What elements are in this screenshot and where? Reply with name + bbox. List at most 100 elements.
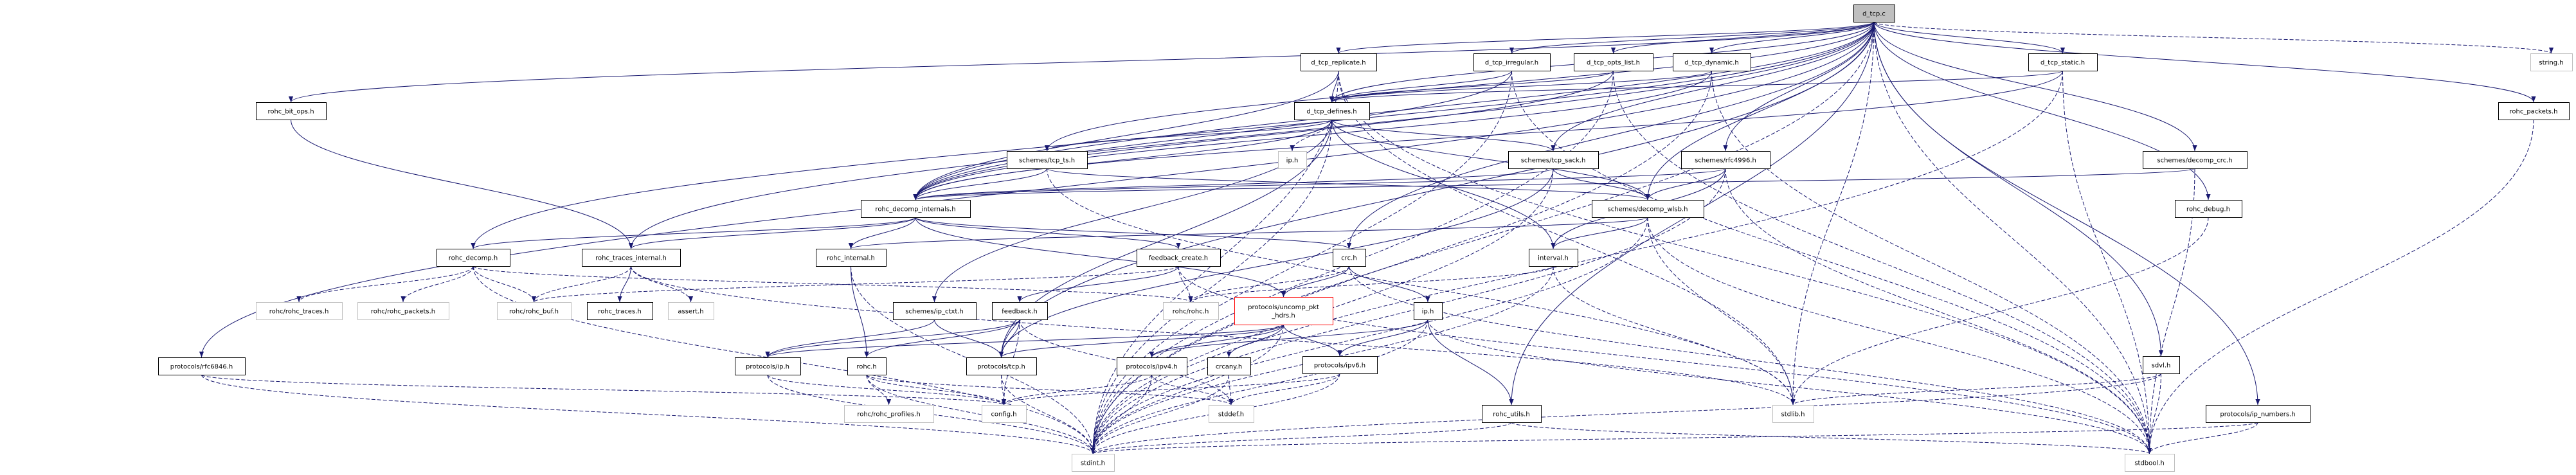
- node-box: [1072, 454, 1115, 472]
- node-box: [1007, 151, 1088, 169]
- node-label: ip.h: [1422, 309, 1434, 316]
- node-feedback-create-h[interactable]: feedback_create.h: [1137, 249, 1221, 267]
- node-label: stdlib.h: [1781, 411, 1805, 418]
- node-label: schemes/decomp_crc.h: [2157, 157, 2232, 165]
- node-ip-h[interactable]: ip.h: [1414, 302, 1443, 320]
- node-label: sdvl.h: [2152, 363, 2171, 370]
- node-protocols-ip-numbers-h[interactable]: protocols/ip_numbers.h: [2206, 405, 2310, 423]
- node-box: [2206, 405, 2310, 423]
- edge-d_tcp_defines_h-to-ip_h_ext: [1290, 119, 1332, 152]
- node-d-tcp-opts-list-h[interactable]: d_tcp_opts_list.h: [1574, 53, 1653, 71]
- edge-schemes_decomp_crc_h-to-rohc_decomp_internals_h: [914, 168, 2195, 201]
- node-rohc-packets-h[interactable]: rohc_packets.h: [2498, 102, 2570, 120]
- node-schemes-tcp-ts-h[interactable]: schemes/tcp_ts.h: [1007, 151, 1088, 169]
- edge-protocols_uncomp_pkt_hdrs_h-to-protocols_ipv6_h: [1283, 324, 1342, 357]
- node-d-tcp-defines-h[interactable]: d_tcp_defines.h: [1294, 102, 1370, 120]
- node-rohc-debug-h[interactable]: rohc_debug.h: [2175, 200, 2242, 218]
- node-rohc-rohc-profiles-h[interactable]: rohc/rohc_profiles.h: [844, 405, 934, 423]
- node-box: [2143, 151, 2247, 169]
- node-protocols-ipv6-h[interactable]: protocols/ipv6.h: [1302, 356, 1378, 374]
- edge-schemes_decomp_wlsb_h-to-stdbool_h: [1647, 217, 2152, 454]
- node-schemes-ip-ctxt-h[interactable]: schemes/ip_ctxt.h: [893, 302, 977, 320]
- node-rohc-rohc-packets-h[interactable]: rohc/rohc_packets.h: [357, 302, 449, 320]
- node-label: crc.h: [1341, 255, 1356, 262]
- node-d-tcp-replicate-h[interactable]: d_tcp_replicate.h: [1301, 53, 1377, 71]
- node-rohc-rohc-buf-h[interactable]: rohc/rohc_buf.h: [497, 302, 572, 320]
- node-box: [1209, 405, 1254, 423]
- node-rohc-traces-h[interactable]: rohc_traces.h: [587, 302, 653, 320]
- node-rohc-decomp-internals-h[interactable]: rohc_decomp_internals.h: [861, 200, 971, 218]
- node-label: d_tcp_defines.h: [1306, 109, 1356, 116]
- node-box: [1508, 151, 1599, 169]
- edge-d_tcp_c-to-schemes_decomp_crc_h: [1873, 21, 2197, 152]
- node-protocols-ipv4-h[interactable]: protocols/ipv4.h: [1117, 357, 1187, 375]
- node-protocols-tcp-h[interactable]: protocols/tcp.h: [966, 357, 1037, 375]
- node-label: assert.h: [678, 309, 703, 316]
- node-schemes-tcp-sack-h[interactable]: schemes/tcp_sack.h: [1508, 151, 1599, 169]
- node-box: [982, 405, 1027, 423]
- node-box: [1207, 357, 1251, 375]
- edge-d_tcp_irregular_h-to-stdbool_h: [1511, 70, 2152, 454]
- node-schemes-rfc4996-h[interactable]: schemes/rfc4996.h: [1681, 151, 1770, 169]
- edge-schemes_tcp_sack_h-to-rohc_decomp_internals_h: [913, 168, 1554, 201]
- node-d-tcp-static-h[interactable]: d_tcp_static.h: [2028, 53, 2098, 71]
- node-config-h[interactable]: config.h: [982, 405, 1027, 423]
- node-label: protocols/ipv6.h: [1314, 363, 1365, 370]
- node-ip-h-ext[interactable]: ip.h: [1278, 151, 1307, 169]
- node-rohc-rohc-traces-h[interactable]: rohc/rohc_traces.h: [256, 302, 343, 320]
- edge-ip_h-to-protocols_ipv6_h: [1337, 319, 1428, 357]
- node-crc-h[interactable]: crc.h: [1333, 249, 1366, 267]
- node-box: [1234, 297, 1333, 325]
- node-schemes-decomp-crc-h[interactable]: schemes/decomp_crc.h: [2143, 151, 2247, 169]
- edge-d_tcp_c-to-rohc_decomp_h: [471, 21, 1875, 249]
- node-rohc-decomp-h[interactable]: rohc_decomp.h: [437, 249, 510, 267]
- node-box: [668, 302, 714, 320]
- node-box: [1574, 53, 1653, 71]
- node-stdlib-h[interactable]: stdlib.h: [1772, 405, 1814, 423]
- node-assert-h[interactable]: assert.h: [668, 302, 714, 320]
- node-box: [2125, 454, 2175, 472]
- edge-d_tcp_dynamic_h-to-d_tcp_defines_h: [1329, 70, 1712, 103]
- node-protocols-uncomp-pkt-hdrs-h[interactable]: protocols/uncomp_pkt_hdrs.h: [1234, 297, 1333, 325]
- node-rohc-traces-internal-h[interactable]: rohc_traces_internal.h: [582, 249, 681, 267]
- node-stdint-h[interactable]: stdint.h: [1072, 454, 1115, 472]
- node-box: [1473, 53, 1551, 71]
- node-interval-h[interactable]: interval.h: [1529, 249, 1578, 267]
- node-string-h[interactable]: string.h: [2530, 53, 2573, 71]
- node-label: rohc_packets.h: [2509, 109, 2557, 116]
- edge-feedback_create_h-to-feedback_h: [1017, 265, 1179, 303]
- node-box: [158, 357, 246, 375]
- node-rohc-internal-h[interactable]: rohc_internal.h: [816, 249, 887, 267]
- node-protocols-ip-h[interactable]: protocols/ip.h: [735, 357, 801, 375]
- node-rohc-bit-ops-h[interactable]: rohc_bit_ops.h: [256, 102, 327, 120]
- node-d-tcp-c[interactable]: d_tcp.c: [1853, 4, 1895, 22]
- node-rohc-rohc-h[interactable]: rohc/rohc.h: [1163, 302, 1219, 320]
- node-stdbool-h[interactable]: stdbool.h: [2125, 454, 2175, 472]
- node-label: rohc_utils.h: [1493, 411, 1529, 418]
- node-feedback-h[interactable]: feedback.h: [992, 302, 1048, 320]
- edge-protocols_ip_numbers_h-to-stdbool_h: [2147, 422, 2258, 454]
- node-stddef-h[interactable]: stddef.h: [1209, 405, 1254, 423]
- edge-schemes_decomp_wlsb_h-to-rohc_internal_h: [849, 217, 1648, 249]
- node-label: stddef.h: [1218, 411, 1244, 418]
- edge-d_tcp_irregular_h-to-stdint_h: [1090, 70, 1512, 454]
- node-schemes-decomp-wlsb-h[interactable]: schemes/decomp_wlsb.h: [1592, 200, 1704, 218]
- node-rohc-utils-h[interactable]: rohc_utils.h: [1482, 405, 1542, 423]
- edge-crc_h-to-protocols_uncomp_pkt_hdrs_h: [1281, 265, 1349, 298]
- edge-d_tcp_c-to-stdlib_h: [1790, 21, 1875, 406]
- edge-feedback_create_h-to-rohc_rohc_h: [1178, 265, 1193, 303]
- node-label: rohc_debug.h: [2186, 206, 2230, 213]
- node-label: schemes/tcp_sack.h: [1521, 157, 1586, 165]
- node-box: [861, 200, 971, 218]
- node-box: [1673, 53, 1751, 71]
- edge-protocols_ipv4_h-to-stdint_h: [1090, 374, 1152, 454]
- node-protocols-rfc6846-h[interactable]: protocols/rfc6846.h: [158, 357, 246, 375]
- node-rohc-h[interactable]: rohc.h: [847, 357, 887, 375]
- edge-protocols_ip_h-to-config_h: [767, 374, 1006, 406]
- edge-rohc_decomp_h-to-rohc_rohc_buf_h: [473, 265, 537, 303]
- node-d-tcp-dynamic-h[interactable]: d_tcp_dynamic.h: [1673, 53, 1751, 71]
- node-sdvl-h[interactable]: sdvl.h: [2143, 356, 2180, 374]
- node-box: [582, 249, 681, 267]
- node-crcany-h[interactable]: crcany.h: [1207, 357, 1251, 375]
- node-d-tcp-irregular-h[interactable]: d_tcp_irregular.h: [1473, 53, 1551, 71]
